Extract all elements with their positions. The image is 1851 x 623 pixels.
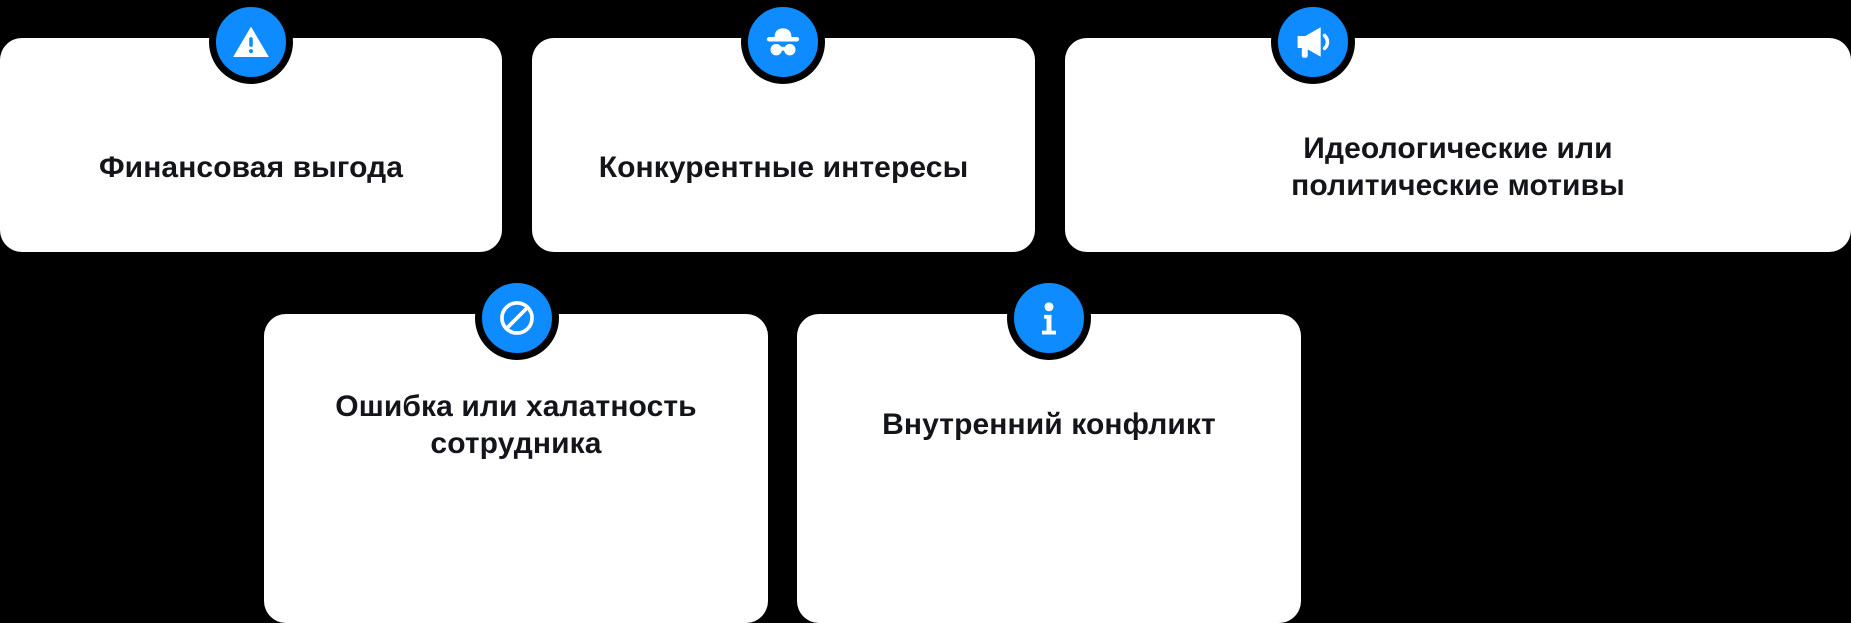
card-employee-error[interactable]: Ошибка или халатность сотрудника xyxy=(264,314,768,623)
incognito-spy-icon xyxy=(761,20,805,64)
megaphone-icon xyxy=(1292,21,1334,63)
info-icon xyxy=(1028,297,1070,339)
warning-triangle-icon xyxy=(230,21,272,63)
card-label-competitive-interest: Конкурентные интересы xyxy=(598,150,969,184)
badge-internal-conflict xyxy=(1007,276,1091,360)
card-label-financial-gain: Финансовая выгода xyxy=(98,150,404,184)
badge-competitive-interest xyxy=(741,0,825,84)
card-label-ideological-motives: Идеологические или политические мотивы xyxy=(1291,132,1625,202)
prohibited-icon xyxy=(496,297,538,339)
card-internal-conflict[interactable]: Внутренний конфликт xyxy=(797,314,1301,623)
card-ideological-motives[interactable]: Идеологические или политические мотивы xyxy=(1065,38,1851,252)
badge-financial-gain xyxy=(209,0,293,84)
badge-ideological-motives xyxy=(1271,0,1355,84)
card-label-internal-conflict: Внутренний конфликт xyxy=(882,408,1216,442)
badge-employee-error xyxy=(475,276,559,360)
card-label-employee-error: Ошибка или халатность сотрудника xyxy=(335,389,697,460)
